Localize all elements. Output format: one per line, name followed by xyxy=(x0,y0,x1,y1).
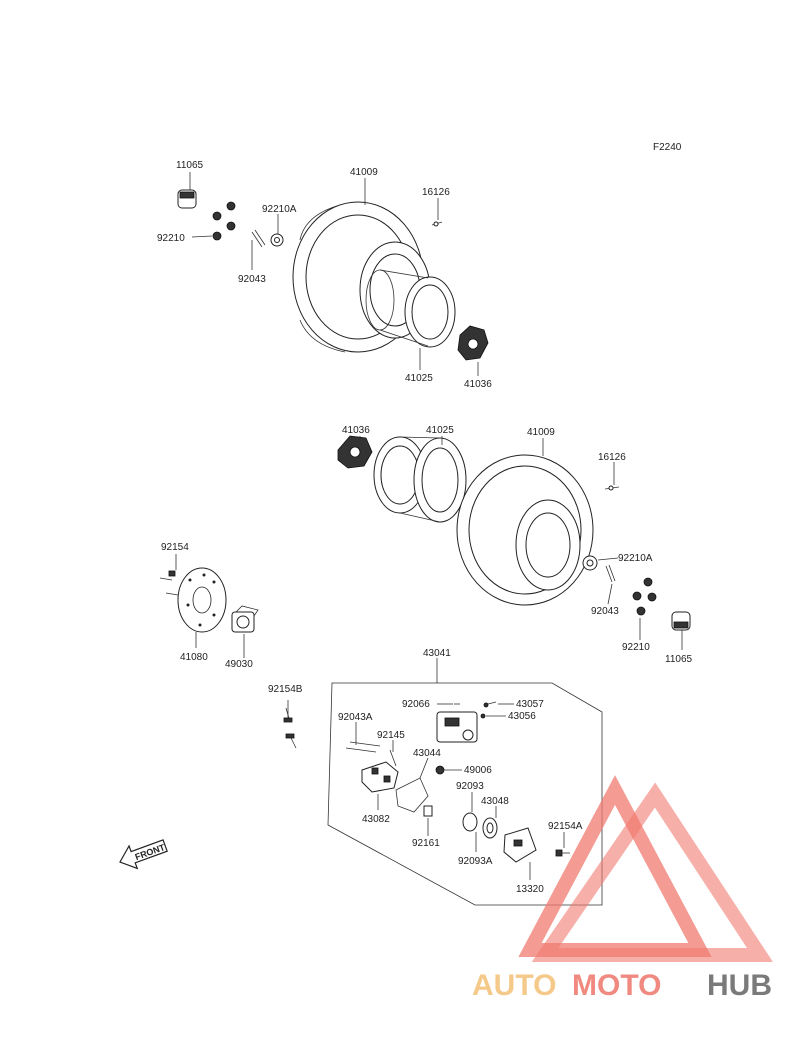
bracket-43082 xyxy=(361,761,399,793)
label-92210A-mid: 92210A xyxy=(618,553,653,564)
valve-16126-top xyxy=(431,221,443,227)
valve-16126-mid xyxy=(604,485,620,491)
brake-disc-assembly: 92154 41080 49030 xyxy=(159,542,259,670)
label-92043: 92043 xyxy=(238,274,266,285)
label-13320: 13320 xyxy=(516,884,544,895)
label-43041: 43041 xyxy=(423,648,451,659)
watermark-logo: AUTO MOTO HUB xyxy=(472,775,773,1002)
bolt-92161 xyxy=(423,805,433,817)
watermark-hub: HUB xyxy=(707,969,772,1002)
bolts-92154B: 92154B xyxy=(268,684,303,749)
cap-nut-11065-top xyxy=(177,189,197,209)
label-41025-mid: 41025 xyxy=(426,425,454,436)
label-43056: 43056 xyxy=(508,711,536,722)
label-92161: 92161 xyxy=(412,838,440,849)
label-11065-mid: 11065 xyxy=(665,654,693,665)
label-16126-mid: 16126 xyxy=(598,452,626,463)
label-41080: 41080 xyxy=(180,652,208,663)
label-92066: 92066 xyxy=(402,699,430,710)
label-41009-mid: 41009 xyxy=(527,427,555,438)
label-49006: 49006 xyxy=(464,765,492,776)
cotter-92043-mid xyxy=(605,564,616,583)
label-92145: 92145 xyxy=(377,730,405,741)
figure-code: F2240 xyxy=(653,142,682,153)
label-92043-mid: 92043 xyxy=(591,606,619,617)
bolts-92154 xyxy=(159,570,179,596)
disc-41080 xyxy=(177,567,227,633)
bolts-92154A xyxy=(555,849,570,857)
label-43044: 43044 xyxy=(413,748,441,759)
caliper-kit-43041: 43041 xyxy=(327,648,603,906)
pads-13320 xyxy=(503,827,537,863)
cap-43056 xyxy=(480,713,486,719)
label-43057: 43057 xyxy=(516,699,544,710)
washer-92210A-mid xyxy=(582,555,598,571)
bleeder-43057 xyxy=(483,701,497,708)
label-43048: 43048 xyxy=(481,796,509,807)
label-92093: 92093 xyxy=(456,781,484,792)
pad-spring-43044 xyxy=(395,777,429,813)
label-92154B: 92154B xyxy=(268,684,303,695)
label-92154A: 92154A xyxy=(548,821,583,832)
seal-92093 xyxy=(462,812,478,832)
label-49030: 49030 xyxy=(225,659,253,670)
bolts-92043A xyxy=(345,741,381,753)
nuts-92210-top xyxy=(212,201,236,241)
boot-49006 xyxy=(435,765,445,775)
middle-wheel-assembly: 41036 41025 41009 16126 92210A 92043 922… xyxy=(337,425,693,665)
label-16126: 16126 xyxy=(422,187,450,198)
label-92093A: 92093A xyxy=(458,856,493,867)
caliper-body xyxy=(436,711,478,743)
label-43082: 43082 xyxy=(362,814,390,825)
hub-41036-top xyxy=(457,325,489,361)
watermark-auto: AUTO xyxy=(472,969,556,1002)
cotter-92043-top xyxy=(251,229,266,248)
label-41036: 41036 xyxy=(464,379,492,390)
tire-41009-top xyxy=(292,201,431,353)
label-41036-mid: 41036 xyxy=(342,425,370,436)
top-wheel-assembly: 11065 41009 16126 92210A 92210 92043 410… xyxy=(157,160,492,390)
rim-41025-mid xyxy=(373,436,467,523)
label-11065: 11065 xyxy=(176,160,204,171)
rim-41025-top xyxy=(365,269,456,348)
label-92210A: 92210A xyxy=(262,204,297,215)
cap-nut-11065-mid xyxy=(671,611,691,631)
hub-49030 xyxy=(231,605,259,633)
hub-41036-mid xyxy=(337,435,373,469)
label-92154: 92154 xyxy=(161,542,189,553)
nuts-92210-mid xyxy=(632,577,657,616)
label-92043A: 92043A xyxy=(338,712,373,723)
label-41009: 41009 xyxy=(350,167,378,178)
label-92210-mid: 92210 xyxy=(622,642,650,653)
label-92210: 92210 xyxy=(157,233,185,244)
tire-41009-mid xyxy=(456,454,594,606)
piston-43048 xyxy=(482,817,498,839)
front-arrow: FRONT xyxy=(119,839,168,870)
pin-92145 xyxy=(389,749,397,767)
washer-92210A-top xyxy=(270,233,284,247)
label-41025: 41025 xyxy=(405,373,433,384)
watermark-moto: MOTO xyxy=(572,969,661,1002)
